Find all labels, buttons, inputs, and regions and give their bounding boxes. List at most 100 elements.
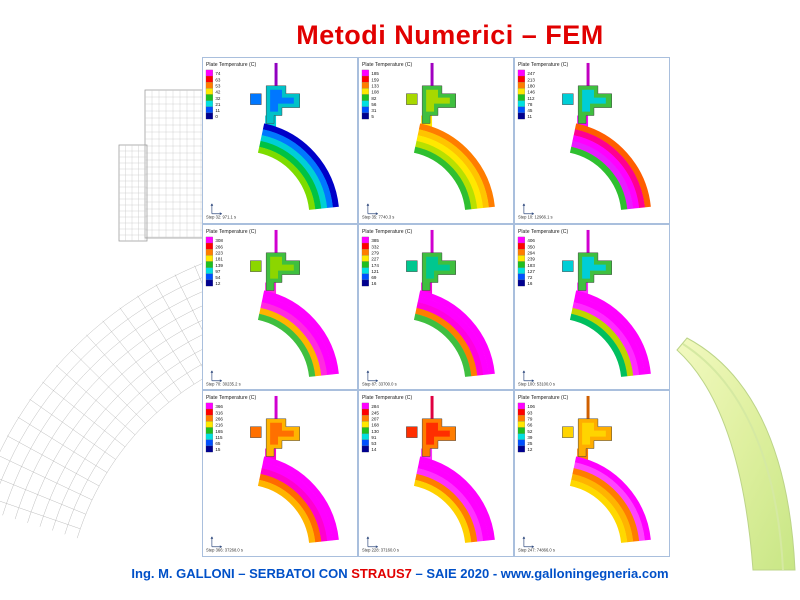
- contour-band: [572, 301, 640, 376]
- legend-value: 12: [527, 448, 533, 453]
- legend-swatch: [517, 446, 525, 453]
- legend-swatch: [361, 82, 369, 89]
- legend-value: 216: [215, 423, 223, 428]
- fem-plot: Plate Temperature (C)3082662231811399754…: [205, 229, 339, 386]
- contour-band: [417, 129, 489, 209]
- legend-value: 108: [371, 90, 379, 95]
- legend-value: 294: [527, 250, 535, 255]
- fem-plot: Plate Temperature (C)4063502942391831277…: [517, 229, 651, 386]
- legend-swatch: [361, 248, 369, 256]
- legend-swatch: [517, 88, 525, 95]
- legend-swatch: [205, 261, 213, 268]
- legend-value: 0: [215, 114, 218, 119]
- legend-title: Plate Temperature (C): [206, 62, 256, 68]
- legend-value: 121: [371, 269, 379, 274]
- legend-value: 79: [527, 417, 533, 422]
- contour-band: [417, 295, 489, 375]
- legend-title: Plate Temperature (C): [518, 229, 568, 235]
- legend-title: Plate Temperature (C): [362, 229, 412, 235]
- legend-value: 266: [215, 244, 223, 249]
- contour-band: [260, 301, 328, 376]
- flange-inner-contour: [270, 423, 294, 445]
- legend-title: Plate Temperature (C): [518, 62, 568, 68]
- contour-band: [262, 123, 339, 208]
- legend-swatch: [205, 254, 213, 262]
- footer-text-left: Ing. M. GALLONI – SERBATOI CON: [131, 566, 352, 581]
- legend-value: 181: [215, 256, 223, 261]
- legend-value: 406: [527, 238, 535, 243]
- legend-swatch: [517, 433, 525, 441]
- flange-inner-contour: [426, 423, 450, 445]
- contour-band: [260, 135, 328, 209]
- legend-swatch: [205, 440, 213, 447]
- mesh-radial: [6, 435, 100, 487]
- legend-value: 332: [371, 244, 379, 249]
- legend-swatch: [517, 409, 525, 416]
- contour-band: [416, 468, 484, 542]
- legend-value: 32: [215, 96, 221, 101]
- legend-swatch: [205, 421, 213, 428]
- legend-swatch: [517, 254, 525, 262]
- legend-value: 130: [371, 429, 379, 434]
- legend-value: 66: [527, 423, 533, 428]
- legend-swatch: [205, 248, 213, 256]
- legend-swatch: [205, 427, 213, 435]
- nozzle-section: [250, 260, 262, 272]
- legend-swatch: [361, 273, 369, 280]
- legend-value: 56: [371, 102, 377, 107]
- contour-band: [413, 480, 472, 544]
- mesh-radial: [0, 455, 93, 501]
- mesh-radial: [56, 365, 136, 435]
- legend-value: 16: [371, 281, 377, 286]
- fem-plot: Plate Temperature (C)2842452071681309153…: [361, 395, 495, 553]
- legend-title: Plate Temperature (C): [518, 395, 568, 401]
- legend-title: Plate Temperature (C): [206, 395, 256, 401]
- legend-swatch: [205, 82, 213, 89]
- mesh-radial: [0, 478, 86, 515]
- legend-swatch: [361, 261, 369, 268]
- contour-band: [257, 313, 316, 377]
- legend-value: 42: [215, 90, 221, 95]
- contour-band: [569, 480, 628, 544]
- legend-swatch: [361, 106, 369, 114]
- footer-straus7: STRAUS7: [351, 566, 412, 581]
- legend-swatch: [205, 106, 213, 114]
- legend-value: 25: [527, 441, 533, 446]
- legend-swatch: [205, 409, 213, 416]
- legend-value: 53: [371, 441, 377, 446]
- legend-value: 53: [215, 83, 221, 88]
- contour-band: [418, 456, 495, 541]
- fem-plot: Plate Temperature (C)3663162662161651156…: [205, 395, 339, 553]
- axis-triad-icon: [210, 203, 222, 216]
- nozzle-section: [250, 93, 262, 105]
- contour-band: [261, 462, 333, 542]
- contour-band: [261, 129, 333, 209]
- nozzle-section: [562, 260, 574, 272]
- mesh-radial: [70, 349, 146, 424]
- legend-swatch: [361, 446, 369, 453]
- legend-swatch: [517, 273, 525, 280]
- legend-title: Plate Temperature (C): [362, 62, 412, 68]
- axis-triad-icon: [366, 370, 378, 382]
- contour-band: [259, 307, 322, 377]
- legend-value: 11: [215, 108, 220, 113]
- panel-caption: Step 366: 37268.0 s: [206, 548, 243, 553]
- nozzle-section: [562, 93, 574, 105]
- contour-band: [415, 307, 478, 377]
- legend-value: 183: [527, 262, 535, 267]
- legend-swatch: [205, 446, 213, 453]
- contour-band: [571, 307, 634, 377]
- legend-swatch: [205, 267, 213, 274]
- contour-band: [573, 129, 645, 209]
- contour-band: [418, 290, 495, 375]
- contour-band: [262, 290, 339, 375]
- legend-value: 207: [371, 417, 379, 422]
- legend-swatch: [205, 273, 213, 280]
- flange-inner-contour: [270, 89, 294, 112]
- legend-swatch: [517, 106, 525, 114]
